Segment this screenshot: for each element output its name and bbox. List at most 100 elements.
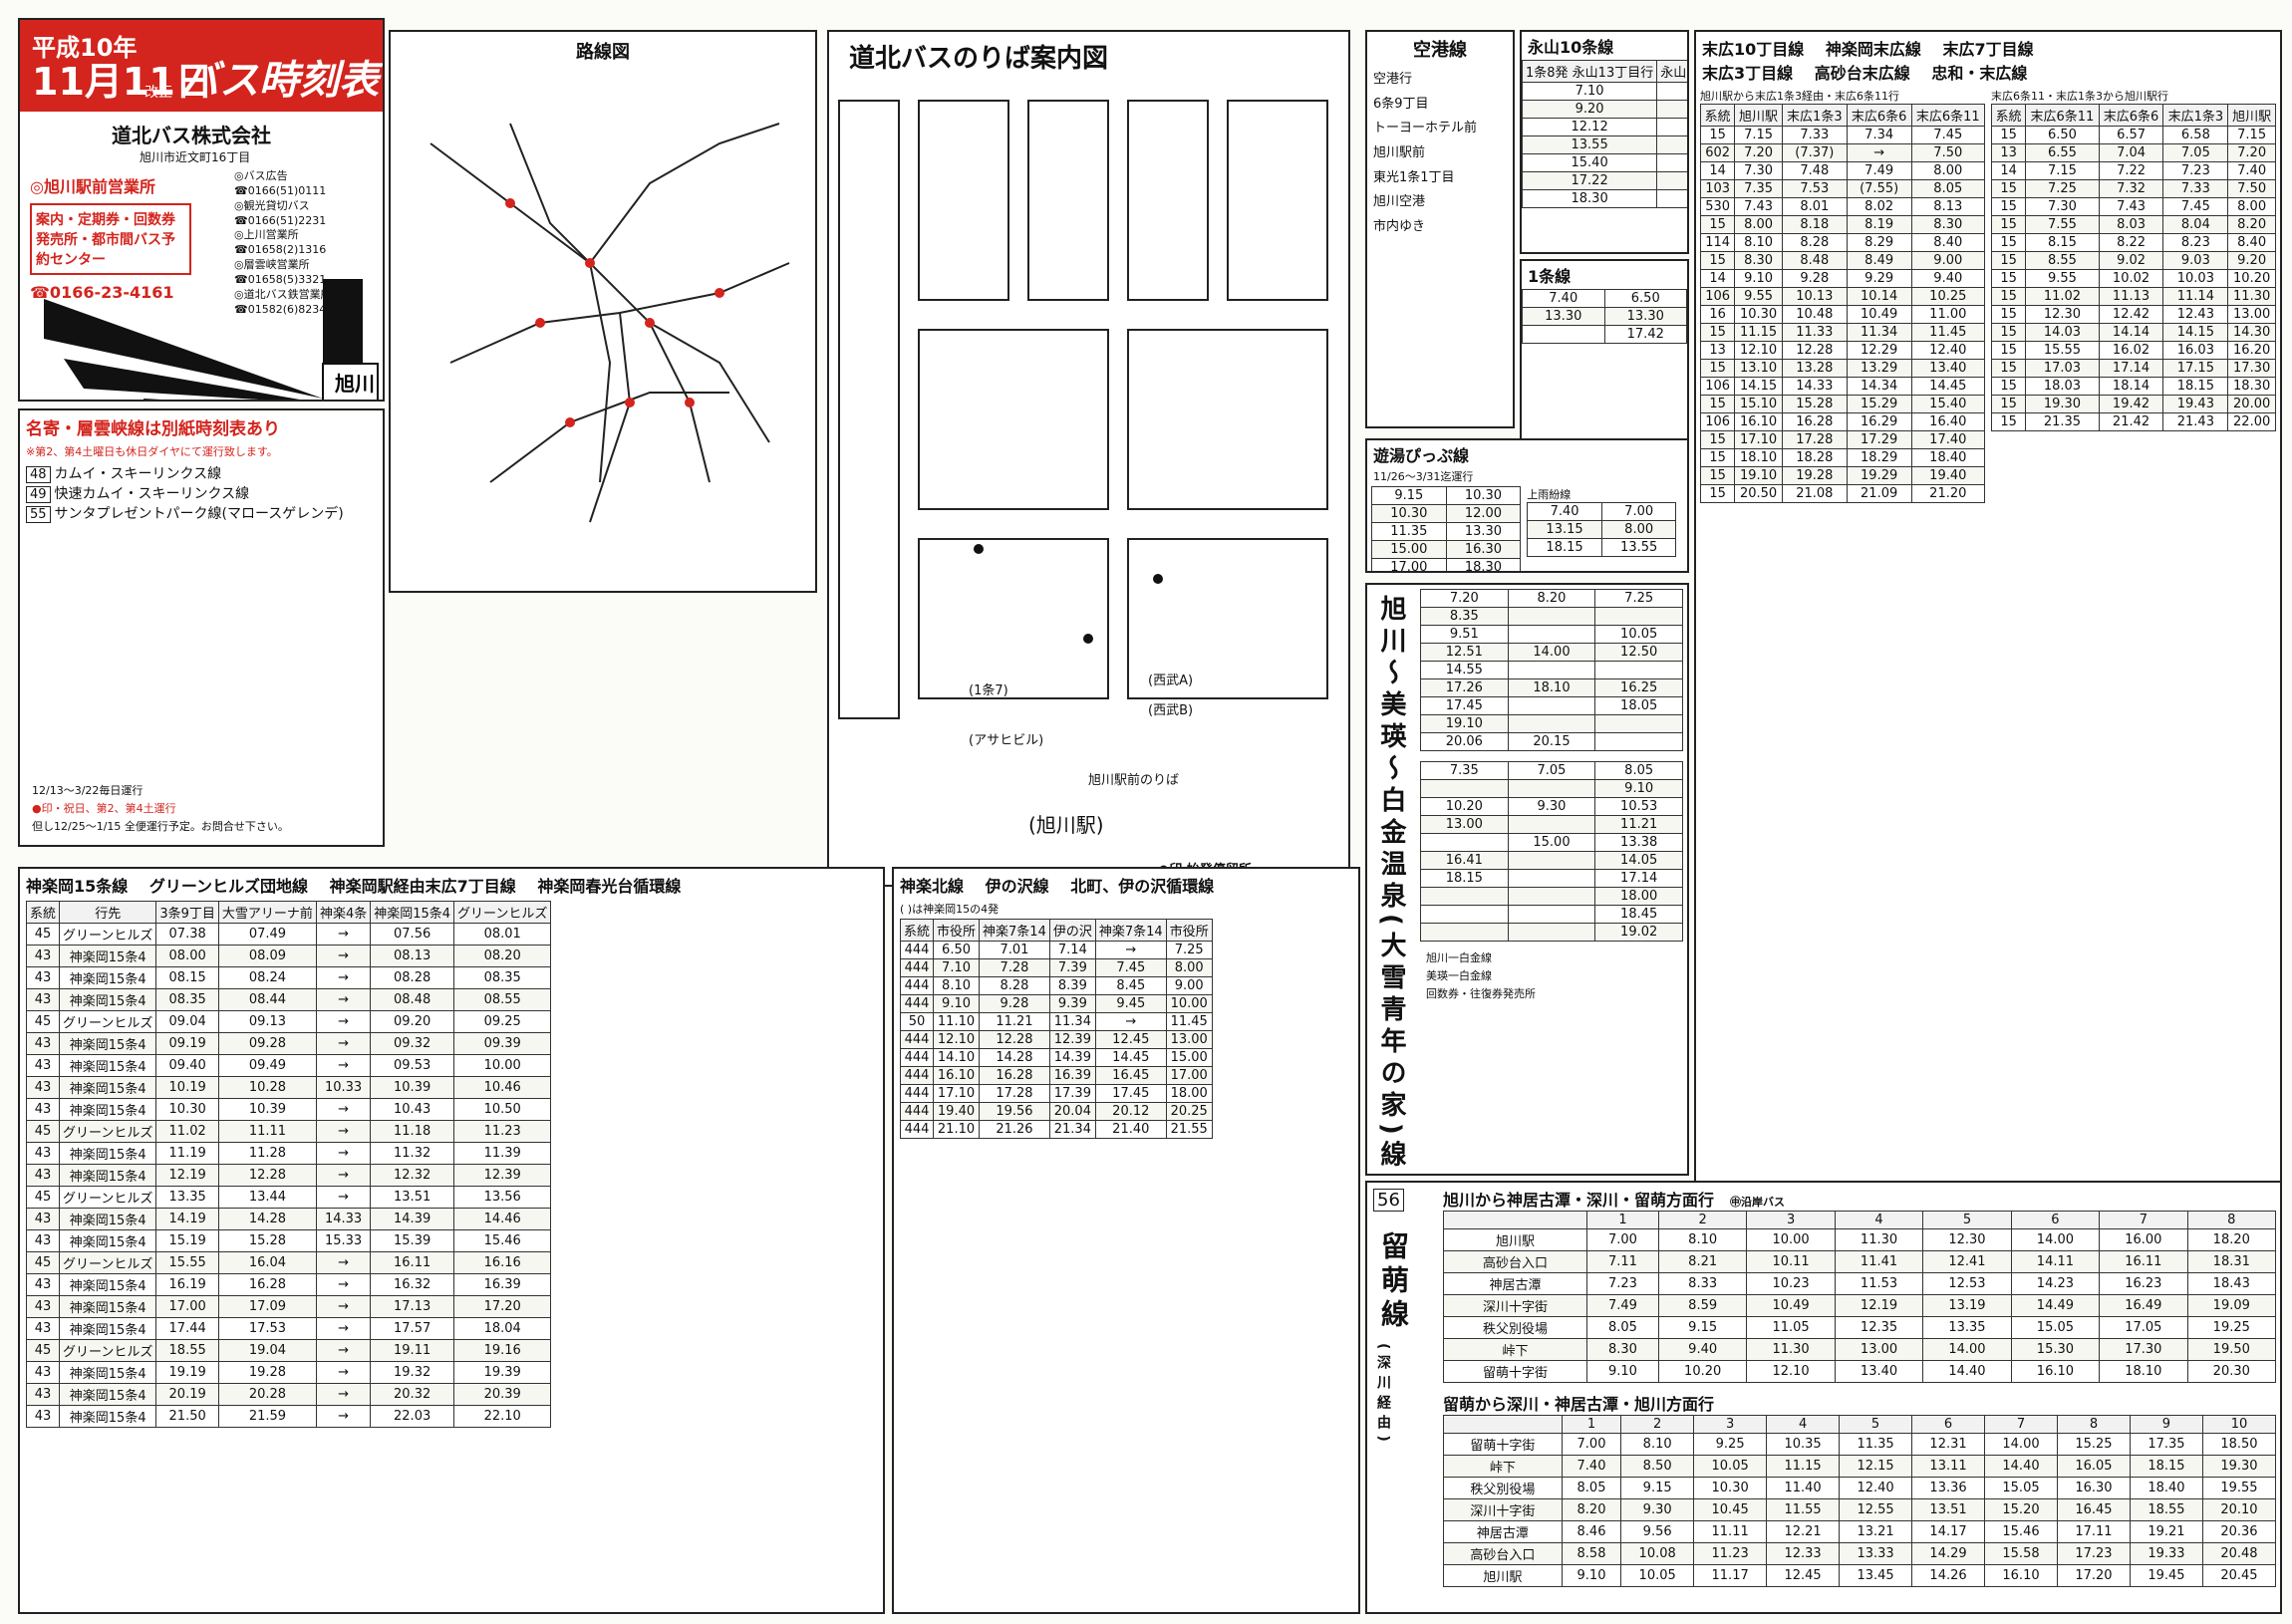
table-cell: 19.56 <box>979 1102 1050 1121</box>
table-cell: 11.10 <box>933 1012 981 1031</box>
table-cell: 43 <box>25 1208 61 1230</box>
table-cell: 10.45 <box>1693 1498 1768 1521</box>
table-cell: 45 <box>25 1186 61 1209</box>
table-cell: → <box>315 1339 372 1362</box>
table-cell: 8.39 <box>1048 976 1096 995</box>
table-cell: 15.55 <box>155 1251 219 1274</box>
table-cell: 22.10 <box>453 1405 552 1428</box>
table-cell: 9.55 <box>2025 269 2100 288</box>
table-cell: 8.30 <box>1656 100 1687 119</box>
table-cell: 13.55 <box>1522 135 1658 154</box>
table-cell: 7.34 <box>1846 126 1912 144</box>
table-cell: 19.43 <box>2162 395 2229 413</box>
table-cell: 19.11 <box>370 1339 455 1362</box>
table-cell: グリーンヒルズ <box>59 1251 157 1274</box>
table-cell: 13.40 <box>1910 359 1986 378</box>
table-cell: 8.03 <box>2098 215 2164 234</box>
table-cell: 20.00 <box>2227 395 2276 413</box>
table-cell: 15.55 <box>2025 341 2100 360</box>
table-cell: 10.02 <box>2098 269 2164 288</box>
table-cell: 18.30 <box>2227 377 2276 396</box>
table-cell: 45 <box>25 1120 61 1143</box>
table-row: 7.107.47 <box>1522 82 1687 101</box>
table-cell: グリーンヒルズ <box>59 923 157 946</box>
table-cell: 11.30 <box>1834 1228 1924 1251</box>
table-cell: 7.30 <box>1734 161 1783 180</box>
table-cell: 11.34 <box>1048 1012 1096 1031</box>
table-cell: 12.28 <box>1781 341 1848 360</box>
table-cell: 14.23 <box>2010 1272 2101 1295</box>
inosawa-note: ( )は神楽岡15の4発 <box>900 903 1000 916</box>
table-cell: 16.39 <box>453 1273 552 1296</box>
ski-footnotes: 12/13〜3/22毎日運行 ●印・祝日、第2、第4土運行 但し12/25〜1/… <box>26 782 377 834</box>
table-cell: 09.04 <box>155 1010 219 1033</box>
table-cell: 10.30 <box>1371 504 1447 523</box>
table-cell: 13.55 <box>1600 538 1677 557</box>
table-cell: 8.04 <box>2162 215 2229 234</box>
column-header: 旭川駅 <box>1734 104 1783 127</box>
table-cell: 18.00 <box>1594 887 1683 906</box>
table-cell: 7.49 <box>1846 161 1912 180</box>
table-cell: 15 <box>1990 412 2027 431</box>
table-row: 17.2215.25 <box>1522 171 1687 190</box>
table-cell: 12.53 <box>1922 1272 2012 1295</box>
table-cell: 15.05 <box>1984 1477 2058 1499</box>
table-cell <box>1594 714 1683 733</box>
table-cell: 神楽岡15条4 <box>59 1054 157 1077</box>
table-cell: (7.55) <box>1846 179 1912 198</box>
table-cell: 11.11 <box>217 1120 317 1143</box>
route-name: 高砂台末広線 <box>1814 64 1910 83</box>
table-cell: 14.33 <box>315 1208 372 1230</box>
table-cell: 12.21 <box>1766 1520 1841 1543</box>
table-cell: 13.38 <box>1594 833 1683 852</box>
table-cell: 14.17 <box>1911 1520 1986 1543</box>
table-cell: 10.05 <box>1620 1564 1695 1587</box>
table-cell <box>1420 923 1509 942</box>
table-cell: 15.20 <box>1984 1498 2058 1521</box>
stop-1jo7: (1条7) <box>969 683 1008 698</box>
table-cell: 8.10 <box>1734 233 1783 252</box>
table-cell: 8.00 <box>2227 197 2276 216</box>
table-cell: 12.29 <box>1846 341 1912 360</box>
table-cell: 15.29 <box>1846 395 1912 413</box>
table-cell: 14.39 <box>370 1208 455 1230</box>
table-cell: 14.00 <box>1984 1433 2058 1456</box>
table-cell: 神楽岡15条4 <box>59 1317 157 1340</box>
column-header: 系統 <box>1699 104 1736 127</box>
table-cell: 7.28 <box>979 958 1050 977</box>
table-cell: 10.00 <box>1746 1228 1836 1251</box>
table-cell: 11.21 <box>1594 815 1683 834</box>
table-cell: 11.13 <box>2098 287 2164 306</box>
table-cell: 8.21 <box>1657 1250 1748 1273</box>
route-name: 伊の沢線 <box>985 877 1049 896</box>
table-cell: 11.30 <box>2227 287 2276 306</box>
route-name: 快速カムイ・スキーリンクス線 <box>54 486 250 502</box>
table-cell: 11.55 <box>1766 1498 1841 1521</box>
table-cell: → <box>315 1317 372 1340</box>
table-cell: 峠下 <box>1443 1455 1563 1478</box>
table-cell: 18.10 <box>1734 448 1783 467</box>
table-cell: 神楽岡15条4 <box>59 1229 157 1252</box>
biei-footnote: 旭川一白金線 <box>1426 951 1492 964</box>
table-cell: 8.33 <box>1657 1272 1748 1295</box>
table-cell: 21.59 <box>217 1405 317 1428</box>
table-cell: 43 <box>25 945 61 967</box>
table-cell: 18.40 <box>1910 448 1986 467</box>
table-cell: 8.55 <box>2025 251 2100 270</box>
table-cell: 444 <box>899 1066 935 1085</box>
route-name: 神楽岡春光台循環線 <box>537 877 682 896</box>
suehiro-inbound-caption: 末広6条11・末広1条3から旭川駅行 <box>1991 90 2168 103</box>
